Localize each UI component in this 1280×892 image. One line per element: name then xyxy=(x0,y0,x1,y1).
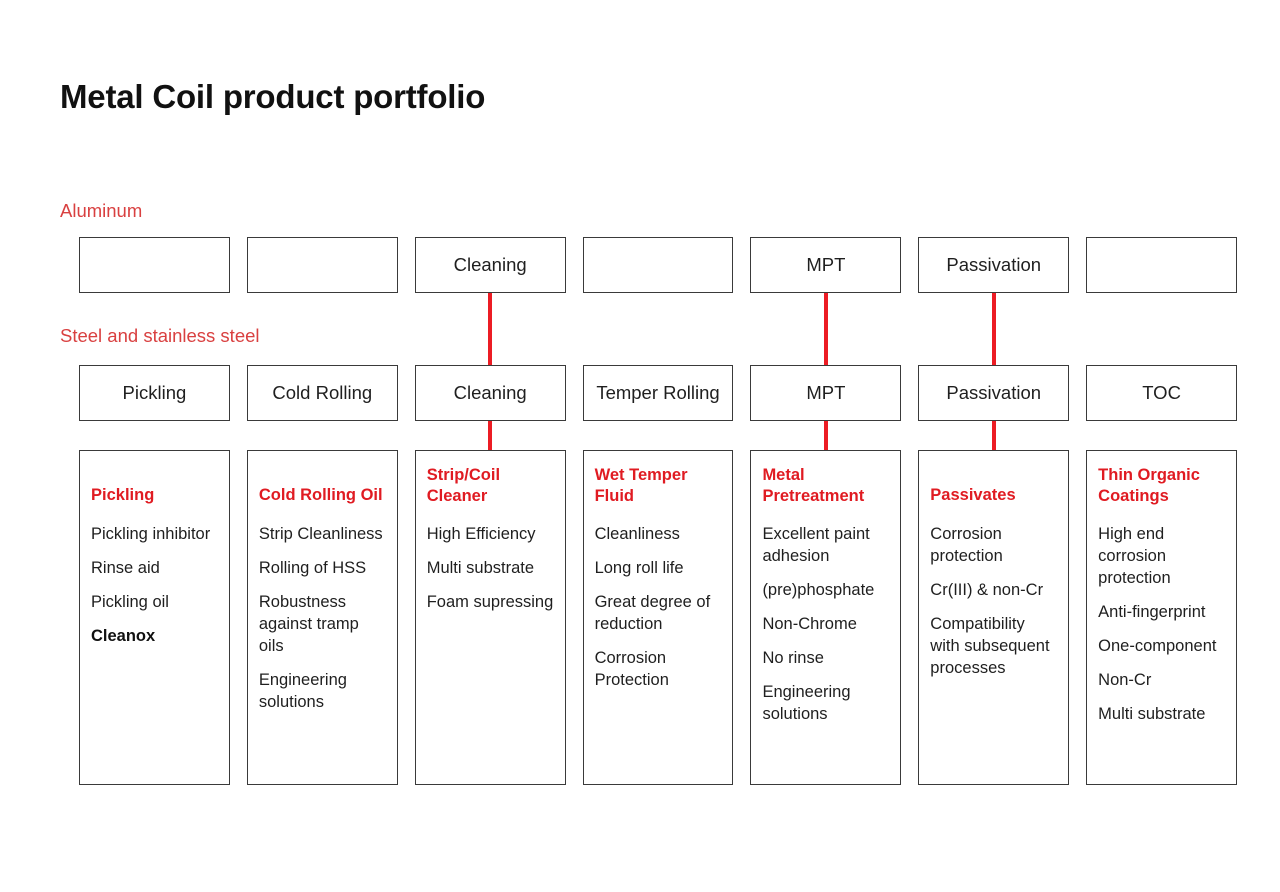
process-box-steel-toc[interactable]: TOC xyxy=(1086,365,1238,421)
process-box-steel-cleaning[interactable]: Cleaning xyxy=(414,365,566,421)
product-card-feature-item: Corrosion Protection xyxy=(594,648,669,689)
page-title: Metal Coil product portfolio xyxy=(60,78,486,115)
process-box-steel-mpt[interactable]: MPT xyxy=(750,365,902,421)
product-card-heading: Pickling xyxy=(91,486,155,504)
product-card-feature-item: Cleanliness xyxy=(594,525,680,543)
product-card-feature-item: Corrosion protection xyxy=(930,525,1003,565)
product-card-feature-item: Rinse aid xyxy=(91,558,160,577)
product-card-heading: Wet Temper Fluid xyxy=(594,466,688,505)
process-row-aluminum: Cleaning MPT Passivation xyxy=(79,237,1238,293)
product-card-feature-item: Cr(III) & non-Cr xyxy=(930,580,1044,599)
product-card-feature-item: Anti-fingerprint xyxy=(1098,602,1206,621)
product-card-feature-item: Rolling of HSS xyxy=(258,558,367,577)
product-card-feature-item: Non-Chrome xyxy=(762,614,857,633)
section-label-steel: Steel and stainless steel xyxy=(60,325,260,346)
process-box-aluminum-empty-1[interactable] xyxy=(246,237,398,293)
product-card-feature-item: High Efficiency xyxy=(426,525,536,543)
process-box-aluminum-passivation[interactable]: Passivation xyxy=(918,237,1070,293)
process-box-aluminum-mpt[interactable]: MPT xyxy=(750,237,902,293)
process-box-aluminum-empty-0[interactable] xyxy=(79,237,230,293)
process-box-aluminum-empty-3[interactable] xyxy=(582,237,734,293)
product-card-heading: Cold Rolling Oil xyxy=(258,486,383,504)
product-card-heading: Thin Organic Coatings xyxy=(1098,466,1200,505)
product-card-feature-item: Strip Cleanliness xyxy=(258,525,383,543)
product-card-heading: Metal Pretreatment xyxy=(762,466,865,505)
process-box-steel-cold-rolling[interactable]: Cold Rolling xyxy=(246,365,398,421)
product-card-feature-item: Cleanox xyxy=(91,626,156,645)
process-box-steel-passivation[interactable]: Passivation xyxy=(918,365,1070,421)
section-label-aluminum: Aluminum xyxy=(60,200,143,221)
product-card-feature-item: Foam supressing xyxy=(426,592,554,611)
product-card-feature-item: High end corrosion protection xyxy=(1098,525,1171,587)
product-card-feature-item: Multi substrate xyxy=(426,558,535,577)
product-card-feature-item: Pickling oil xyxy=(91,592,169,611)
process-box-steel-pickling[interactable]: Pickling xyxy=(79,365,230,421)
product-card-feature-item: Non-Cr xyxy=(1098,670,1152,689)
product-card-feature-item: Engineering solutions xyxy=(258,670,347,711)
product-card-feature-item: Multi substrate xyxy=(1098,704,1206,723)
product-card-feature-item: One-component xyxy=(1098,636,1217,655)
process-box-aluminum-cleaning[interactable]: Cleaning xyxy=(414,237,566,293)
product-card-feature-item: Engineering solutions xyxy=(762,682,851,723)
process-box-steel-temper-rolling[interactable]: Temper Rolling xyxy=(582,365,734,421)
product-card-feature-item: Long roll life xyxy=(594,558,684,577)
product-card-feature-item: Great degree of reduction xyxy=(594,592,711,633)
product-card-feature-item: Pickling inhibitor xyxy=(91,525,211,543)
product-card-feature-item: Robustness against tramp oils xyxy=(258,592,359,655)
product-card-heading: Passivates xyxy=(930,486,1016,504)
process-row-steel: Pickling Cold Rolling Cleaning Temper Rolli… xyxy=(79,365,1238,421)
product-card-feature-item: No rinse xyxy=(762,648,824,667)
product-card-feature-item: (pre)phosphate xyxy=(762,580,875,599)
process-box-aluminum-empty-6[interactable] xyxy=(1086,237,1238,293)
product-card-feature-item: Excellent paint adhesion xyxy=(762,525,870,565)
product-card-heading: Strip/Coil Cleaner xyxy=(426,466,501,505)
product-card-feature-item: Compatibility with subsequent processes xyxy=(930,614,1050,677)
